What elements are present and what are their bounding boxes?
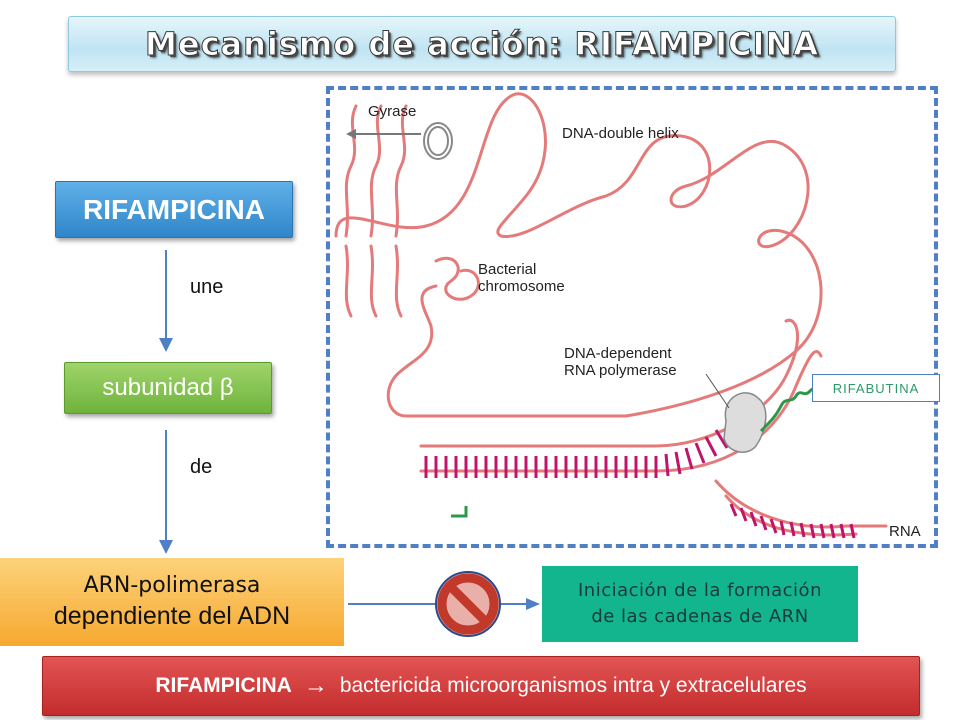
dna-transcription-diagram: Gyrase DNA-double helix Bacterial chromo… (334, 92, 921, 540)
outcome-box: Iniciación de la formación de las cadena… (542, 566, 858, 642)
prohibition-icon (435, 571, 501, 637)
gyrase-coil (346, 122, 453, 160)
dna-strand-right (714, 479, 888, 529)
label-chromosome-1: Bacterial (478, 261, 536, 278)
verb-de: de (190, 456, 213, 478)
label-chromosome-2: chromosome (478, 278, 565, 295)
right-arrow-icon: → (303, 672, 328, 699)
dna-strand-inner (419, 318, 800, 448)
label-polymerase-1: DNA-dependent (564, 345, 672, 362)
verb-une: une (190, 276, 224, 298)
helix-left-6 (394, 244, 403, 318)
conclusion-text: bactericida microorganismos intra y extr… (339, 674, 807, 697)
helix-left-1 (344, 104, 358, 238)
rifabutina-tag: RIFABUTINA (812, 374, 940, 402)
enzyme-line-2: dependiente del ADN (53, 602, 291, 630)
subunit-box: subunidad β (64, 362, 272, 414)
drug-fragment (451, 506, 468, 518)
helix-left-2 (369, 104, 383, 238)
arrow-down-1 (159, 250, 173, 352)
label-rna: RNA (889, 523, 921, 540)
chromosome-coil (434, 257, 480, 301)
outcome-line-1: Iniciación de la formación (578, 580, 822, 601)
arrow-down-2 (159, 430, 173, 554)
enzyme-box: ARN-polimerasa dependiente del ADN (0, 558, 344, 646)
title-banner: Mecanismo de acción: RIFAMPICINA (68, 16, 896, 72)
rifabutina-molecule (759, 384, 817, 433)
outcome-line-2: de las cadenas de ARN (591, 606, 809, 627)
dna-strand-outer (334, 92, 823, 418)
conclusion-bar: RIFAMPICINA → bactericida microorganismo… (42, 656, 920, 716)
helix-left-3 (394, 104, 408, 238)
drug-box: RIFAMPICINA (55, 181, 293, 238)
enzyme-line-1: ARN-polimerasa (83, 573, 261, 598)
label-gyrase: Gyrase (368, 103, 416, 120)
label-dna-helix: DNA-double helix (562, 125, 679, 142)
page-title: Mecanismo de acción: RIFAMPICINA (145, 25, 819, 64)
helix-left-4 (344, 244, 353, 318)
rna-ticks (424, 429, 856, 539)
helix-left-5 (369, 244, 378, 318)
conclusion-drug: RIFAMPICINA (155, 674, 292, 697)
label-polymerase-2: RNA polymerase (564, 362, 677, 379)
blocked-arrow (348, 571, 540, 637)
rna-polymerase-shape (723, 392, 767, 453)
